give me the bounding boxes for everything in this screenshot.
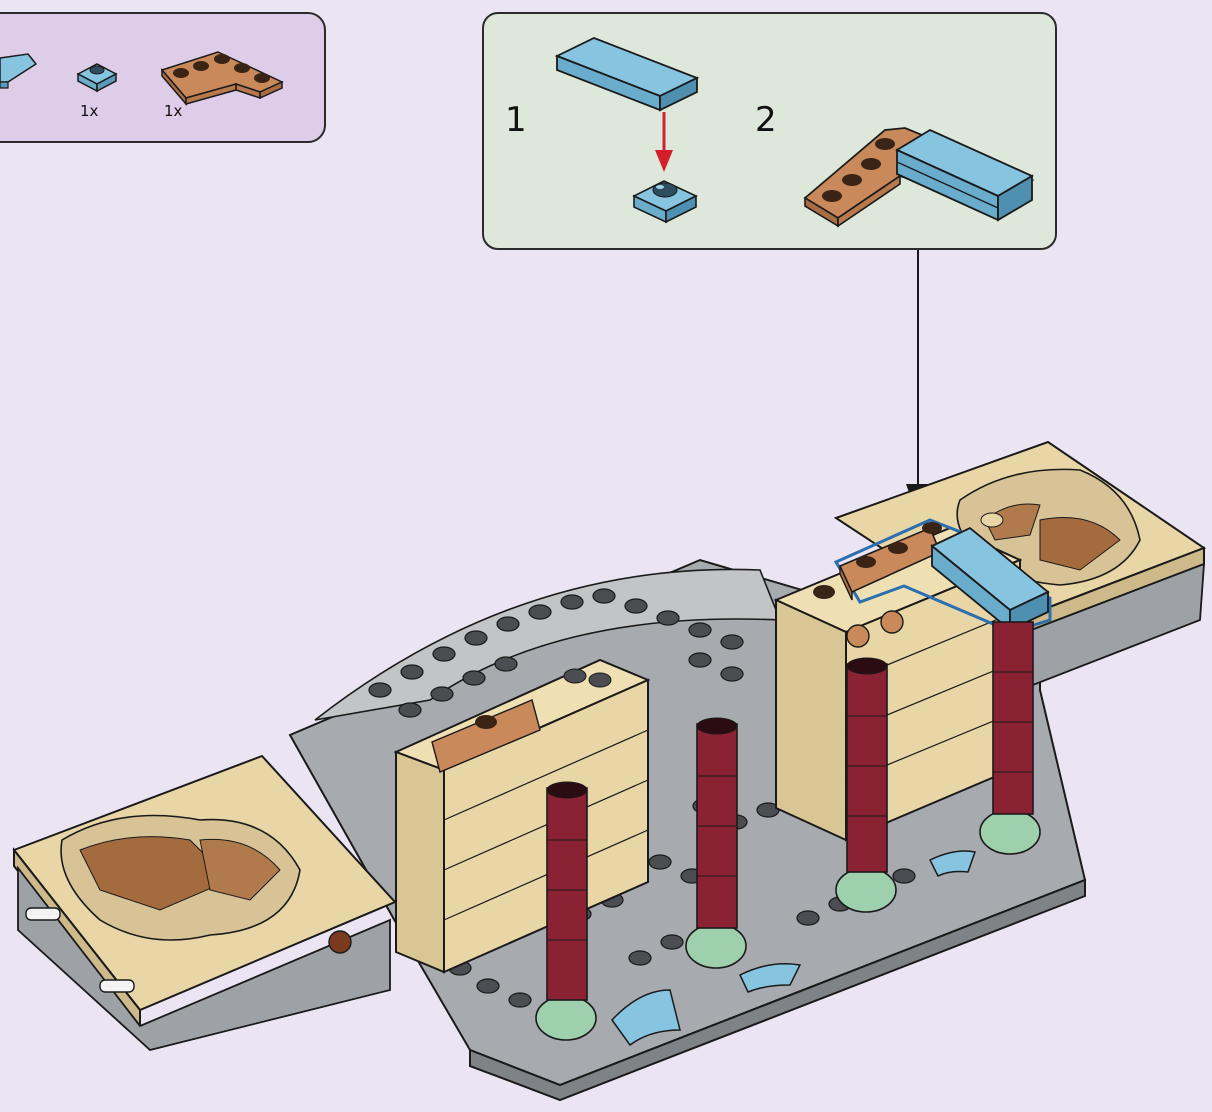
substep-number-1: 1: [505, 100, 527, 140]
substep-number-2: 2: [755, 100, 777, 140]
right-map-wing: [833, 440, 1207, 692]
callout-arrow: [906, 250, 930, 518]
substep-1-illustration: [554, 37, 700, 224]
part-qty-label: 1x: [164, 102, 183, 120]
substep-2-illustration: [803, 127, 1035, 228]
column-2: [685, 717, 747, 969]
column-1: [535, 781, 597, 1041]
left-tan-wall: [393, 658, 651, 974]
column-4: [979, 621, 1041, 855]
left-map-wing: [12, 754, 397, 1051]
azure-quarter-tiles: [611, 850, 976, 1047]
part-nougat-corner-plate-icon: [160, 51, 284, 107]
part-qty-label: 1x: [80, 102, 99, 120]
column-3: [835, 657, 897, 913]
highlighted-new-parts: [833, 518, 1052, 634]
part-azure-plate-icon: [0, 53, 38, 89]
part-azure-round-plate-icon: [76, 63, 118, 93]
